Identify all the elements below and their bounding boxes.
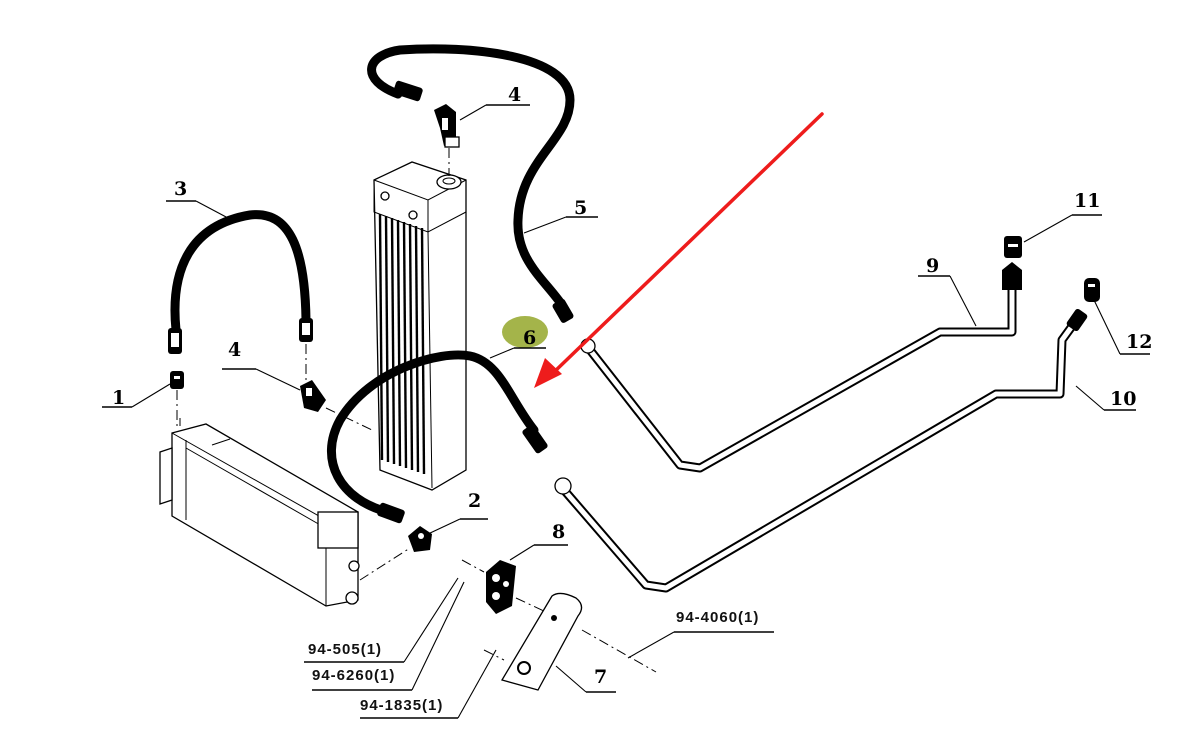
fitting-11 [1004,236,1022,258]
cooler-fins [378,213,426,475]
svg-text:8: 8 [552,521,565,543]
callout-5: 5 [523,197,598,234]
svg-text:94-505(1): 94-505(1) [308,641,382,658]
clamp-8 [486,560,516,614]
hose-6 [326,350,539,517]
pipe-10 [554,308,1088,593]
svg-text:1: 1 [112,387,125,409]
svg-text:4: 4 [228,339,241,361]
hose-6-end-bottom [377,502,405,524]
ref-94-505: 94-505(1) [304,577,459,663]
hose-5 [367,44,575,310]
bracket-7 [501,592,583,691]
ref-94-1835: 94-1835(1) [360,649,497,719]
red-arrow-icon [534,112,824,388]
svg-text:4: 4 [508,84,521,106]
callout-7: 7 [555,665,616,693]
callout-6[interactable]: 6 [489,327,546,359]
svg-text:5: 5 [574,197,587,219]
fitting-1 [170,371,184,389]
svg-text:94-1835(1): 94-1835(1) [360,697,443,714]
callout-8: 8 [509,521,568,561]
hose-3 [170,210,311,335]
svg-text:11: 11 [1074,190,1100,212]
fitting-12 [1084,278,1100,302]
oil-cooler-vertical [373,161,467,491]
svg-text:10: 10 [1110,388,1136,410]
svg-text:7: 7 [594,666,607,688]
svg-text:12: 12 [1126,331,1152,353]
pipe-9 [580,262,1022,473]
svg-text:2: 2 [468,490,481,512]
callout-3: 3 [166,178,229,219]
hose-5-end-bottom [552,299,574,323]
callout-4-upper: 4 [459,84,530,121]
callout-11: 11 [1023,190,1102,243]
callout-12: 12 [1093,299,1152,355]
callout-4-lower: 4 [222,339,301,391]
svg-text:6: 6 [523,327,536,349]
svg-text:94-6260(1): 94-6260(1) [312,667,395,684]
svg-text:94-4060(1): 94-4060(1) [676,609,759,626]
highlight-6 [502,316,548,348]
callout-1: 1 [102,383,171,409]
hose-5-end-top [393,80,423,102]
fitting-4-upper [434,104,460,148]
ref-94-4060: 94-4060(1) [627,609,774,659]
oil-cooler-horizontal [159,418,360,607]
hose-6-end-top [522,424,548,454]
fitting-4-lower [300,380,326,412]
fitting-2 [408,526,432,552]
svg-text:3: 3 [174,178,187,200]
callout-2: 2 [427,490,488,535]
svg-text:9: 9 [926,255,939,277]
callout-9: 9 [918,255,977,327]
ref-94-6260: 94-6260(1) [312,581,465,691]
callout-10: 10 [1075,385,1136,411]
